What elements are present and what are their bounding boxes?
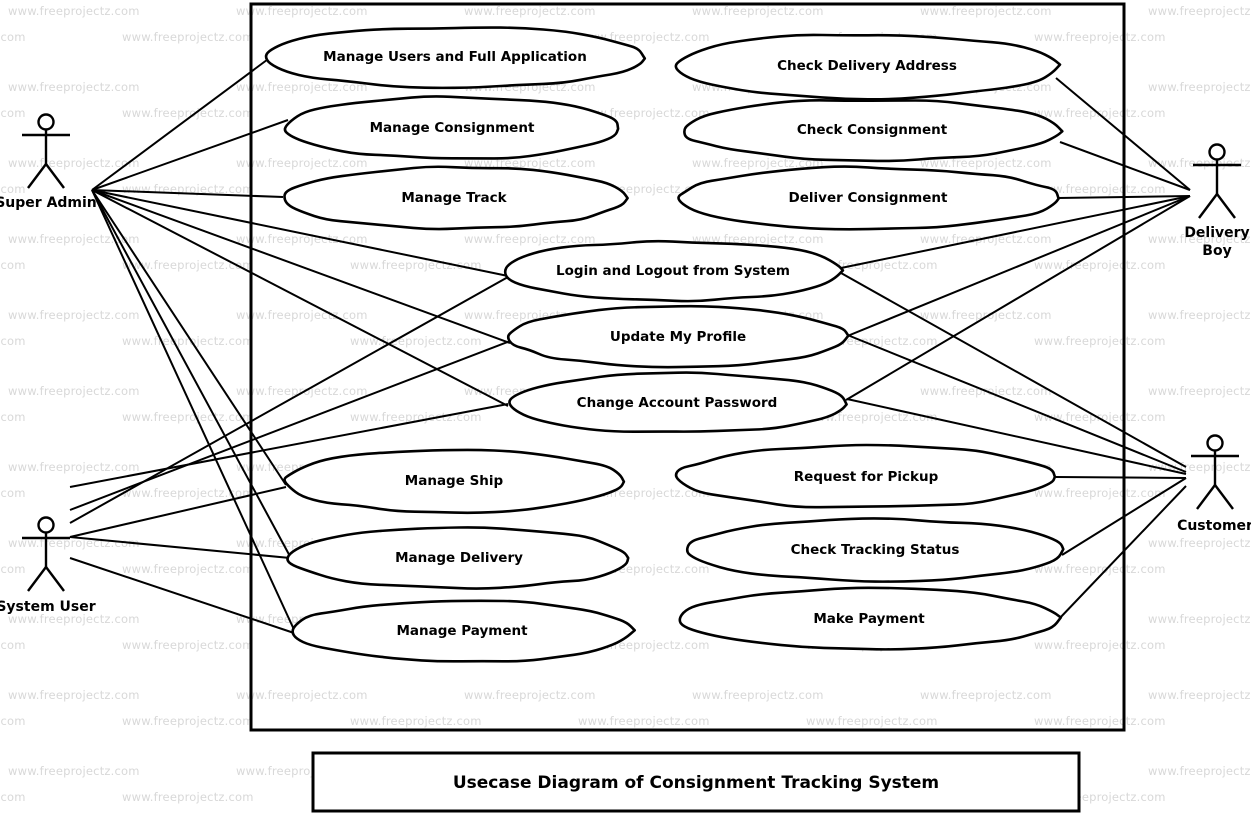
- association-line-super-admin-to-update-profile: [91, 189, 511, 344]
- actor-head-icon: [37, 516, 55, 534]
- usecase-ellipse-update-profile[interactable]: [506, 304, 850, 369]
- usecase-ellipse-check-tracking[interactable]: [685, 517, 1065, 583]
- actor-super-admin[interactable]: [22, 113, 70, 189]
- actor-customer[interactable]: [1191, 434, 1239, 510]
- usecase-label-update-profile: Update My Profile: [609, 329, 747, 345]
- association-line-super-admin-to-manage-payment: [91, 189, 297, 635]
- usecase-label-deliver-consignment: Deliver Consignment: [788, 190, 948, 206]
- diagram-title: Usecase Diagram of Consignment Tracking …: [452, 773, 940, 793]
- actor-head-icon: [37, 113, 55, 131]
- usecase-ellipse-deliver-consignment[interactable]: [677, 165, 1060, 231]
- actor-label-line: Super Admin: [0, 195, 97, 211]
- association-line-super-admin-to-manage-delivery: [91, 189, 293, 561]
- association-line-system-user-to-manage-ship: [69, 486, 287, 538]
- usecase-label-manage-consignment: Manage Consignment: [369, 120, 535, 136]
- usecase-ellipse-change-password[interactable]: [508, 371, 848, 434]
- actor-right-leg-line: [1214, 484, 1234, 510]
- association-line-delivery-boy-to-login-logout: [840, 195, 1191, 269]
- usecase-label-manage-track: Manage Track: [401, 190, 507, 206]
- usecase-label-manage-delivery: Manage Delivery: [395, 550, 523, 566]
- usecase-ellipse-make-payment[interactable]: [678, 586, 1063, 651]
- actor-label-line: Boy: [1202, 242, 1232, 259]
- usecase-ellipse-check-consignment[interactable]: [683, 99, 1064, 163]
- actor-left-leg-line: [1196, 484, 1216, 510]
- system-boundary-rect: [249, 2, 1126, 732]
- title-box: [311, 751, 1081, 813]
- usecase-label-manage-payment: Manage Payment: [396, 623, 528, 639]
- actor-right-leg-line: [45, 163, 65, 189]
- connection-lines: [69, 47, 1191, 635]
- actor-label-line: Customer: [1177, 518, 1251, 534]
- usecase-ellipse-manage-ship[interactable]: [283, 448, 626, 515]
- usecase-ellipse-login-logout[interactable]: [503, 239, 845, 303]
- title-box-rect: [311, 751, 1081, 813]
- association-line-super-admin-to-manage-consignment: [91, 119, 289, 191]
- usecase-ellipses: [264, 26, 1065, 663]
- association-line-system-user-to-manage-delivery: [69, 536, 291, 559]
- actor-left-leg-line: [27, 163, 47, 189]
- usecase-label-manage-users: Manage Users and Full Application: [323, 49, 587, 65]
- association-line-customer-to-change-password: [846, 398, 1187, 475]
- association-line-system-user-to-change-password: [69, 403, 509, 488]
- usecase-label-make-payment: Make Payment: [813, 611, 925, 627]
- usecase-label-check-consignment: Check Consignment: [796, 122, 948, 138]
- actor-label-customer: Customer: [1177, 518, 1251, 536]
- association-line-customer-to-request-pickup: [1055, 476, 1187, 479]
- actor-right-leg-line: [45, 566, 65, 592]
- actor-right-leg-line: [1216, 193, 1236, 219]
- actor-system-user[interactable]: [22, 516, 70, 592]
- usecase-label-check-tracking: Check Tracking Status: [790, 542, 960, 558]
- association-line-delivery-boy-to-update-profile: [844, 195, 1191, 338]
- usecase-label-change-password: Change Account Password: [576, 395, 778, 411]
- actor-delivery-boy[interactable]: [1193, 143, 1241, 219]
- actor-label-super-admin: Super Admin: [0, 195, 97, 213]
- usecase-label-login-logout: Login and Logout from System: [556, 263, 790, 279]
- usecase-ellipse-manage-track[interactable]: [283, 165, 629, 231]
- association-line-super-admin-to-manage-users: [91, 47, 284, 191]
- system-boundary: [249, 2, 1126, 732]
- usecase-ellipse-manage-users[interactable]: [264, 26, 647, 90]
- association-line-customer-to-make-payment: [1057, 485, 1187, 621]
- actor-left-leg-line: [27, 566, 47, 592]
- association-line-delivery-boy-to-change-password: [845, 195, 1191, 401]
- actor-figures: [22, 113, 1241, 592]
- association-line-customer-to-login-logout: [840, 272, 1187, 468]
- usecase-ellipse-check-address[interactable]: [674, 33, 1062, 101]
- actor-label-line: Delivery: [1184, 225, 1250, 241]
- actor-label-system-user: System User: [0, 599, 96, 617]
- association-line-super-admin-to-manage-ship: [91, 189, 287, 486]
- association-line-super-admin-to-login-logout: [91, 189, 509, 277]
- usecase-ellipse-manage-consignment[interactable]: [283, 95, 620, 160]
- usecase-ellipse-manage-payment[interactable]: [291, 599, 636, 663]
- usecase-label-manage-ship: Manage Ship: [404, 473, 504, 489]
- association-line-customer-to-update-profile: [844, 333, 1187, 473]
- usecase-label-request-pickup: Request for Pickup: [793, 469, 939, 485]
- usecase-ellipse-request-pickup[interactable]: [674, 443, 1057, 509]
- actor-label-line: System User: [0, 599, 96, 615]
- actor-head-icon: [1208, 143, 1226, 161]
- association-line-super-admin-to-change-password: [91, 189, 509, 407]
- actor-left-leg-line: [1198, 193, 1218, 219]
- association-line-system-user-to-manage-payment: [69, 557, 295, 634]
- association-line-system-user-to-update-profile: [69, 340, 511, 511]
- actor-head-icon: [1206, 434, 1224, 452]
- usecase-ellipse-manage-delivery[interactable]: [286, 526, 630, 590]
- usecase-label-check-address: Check Delivery Address: [777, 58, 957, 74]
